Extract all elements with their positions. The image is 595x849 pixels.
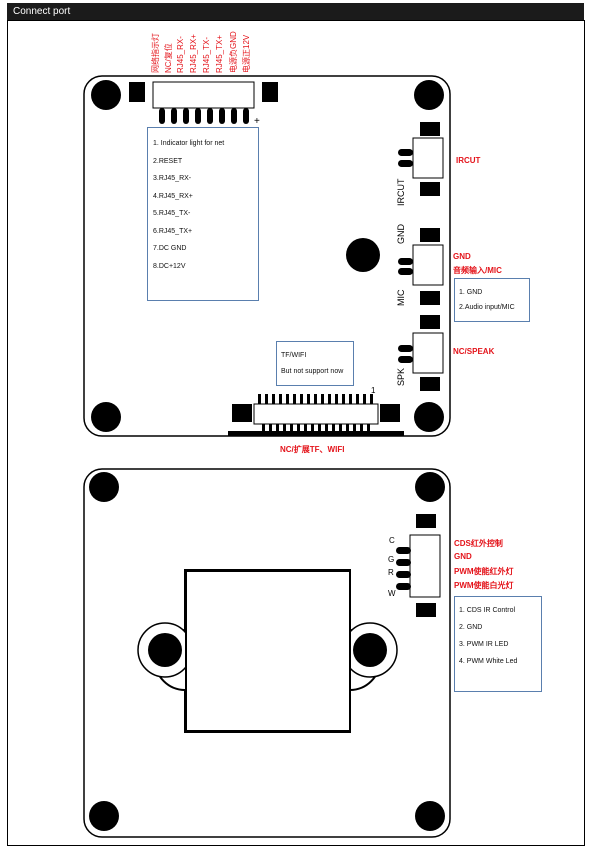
pin-list-item: 4.RJ45_RX+ (153, 192, 193, 200)
mount-hole-tl (91, 80, 121, 110)
pin-list-item: 7.DC GND (153, 245, 187, 252)
mount-hole-b-bl (89, 801, 119, 831)
pin-label-4: RJ45_RX+ (189, 34, 198, 73)
pin-label-7: 电源负GND (229, 31, 238, 73)
spk-pad-bottom (420, 377, 440, 391)
spk-side-label: SPK (396, 367, 406, 386)
pin-list-box: 1. Indicator light for net 2.RESET 3.RJ4… (147, 127, 259, 301)
header-pad-right (262, 82, 278, 102)
mic-info-item: 1. GND (459, 289, 483, 296)
pin-label-2: NC/复位 (164, 43, 173, 73)
pin-label-1: 网络指示灯 (151, 33, 160, 73)
mic-pad-bottom (420, 291, 440, 305)
ircut-pad-bottom (420, 182, 440, 196)
pin-label-3: RJ45_RX- (176, 36, 185, 73)
content-frame (7, 20, 585, 846)
tf-info-item: But not support now (281, 368, 344, 375)
mic-pad-top (420, 228, 440, 242)
pin-list-item: 2.RESET (153, 157, 183, 165)
pin-letter-c: C (389, 536, 395, 545)
tf-connector-pins (258, 394, 373, 432)
gnd-side-label: GND (396, 224, 406, 244)
mount-hole-br (414, 402, 444, 432)
mic-side-label: MIC (396, 289, 406, 307)
pin-list-item: 5.RJ45_TX- (153, 210, 191, 217)
pwm-ir-label: PWM使能红外灯 (454, 567, 514, 576)
spk-label: NC/SPEAK (453, 347, 495, 356)
cds-label: CDS红外控制 (454, 539, 503, 548)
cds-legend-item: 2. GND (459, 624, 483, 631)
mic-label: 音频输入/MIC (453, 266, 502, 275)
tf-pad-right (380, 404, 400, 422)
lens-hole-left (148, 633, 182, 667)
pin-letter-r: R (388, 568, 394, 577)
mount-hole-b-br (415, 801, 445, 831)
spk-pad-top (420, 315, 440, 329)
mount-hole-tr (414, 80, 444, 110)
cds-pad-top (416, 514, 436, 528)
pin-list-item: 1. Indicator light for net (153, 140, 225, 147)
ircut-connector (412, 137, 444, 179)
ircut-pad-top (420, 122, 440, 136)
mic-info-box: 1. GND 2.Audio input/MIC (454, 278, 530, 322)
pin-label-5: RJ45_TX- (202, 36, 211, 73)
ircut-label: IRCUT (456, 156, 481, 165)
connector-pin1-label: 1 (371, 386, 376, 395)
page-header: Connect port (7, 3, 584, 20)
cds-gnd-label: GND (454, 552, 472, 561)
mount-hole-b-tr (415, 472, 445, 502)
tf-info-box: TF/WIFI But not support now (276, 341, 354, 386)
pin-letter-w: W (388, 589, 396, 598)
tf-pad-left (232, 404, 252, 422)
pin-label-8: 电源正12V (242, 34, 251, 73)
ircut-side-label: IRCUT (396, 178, 406, 207)
mic-connector (412, 244, 444, 286)
mount-hole-bl (91, 402, 121, 432)
gnd-label: GND (453, 252, 471, 261)
pin-list-item: 8.DC+12V (153, 262, 186, 270)
cds-pad-bottom (416, 603, 436, 617)
pin-letter-g: G (388, 555, 395, 564)
header-title: Connect port (13, 6, 71, 17)
pin-list-item: 3.RJ45_RX- (153, 175, 192, 182)
cds-legend-item: 1. CDS IR Control (459, 607, 516, 614)
cds-legend-box: 1. CDS IR Control 2. GND 3. PWM IR LED 4… (454, 596, 542, 692)
pin-label-6: RJ45_TX+ (215, 34, 224, 73)
mount-hole-b-tl (89, 472, 119, 502)
tf-connector-body (253, 403, 379, 425)
lens-hole-right (353, 633, 387, 667)
pwm-white-label: PWM使能白光灯 (454, 581, 514, 590)
center-hole (346, 238, 380, 272)
tf-info-item: TF/WIFI (281, 352, 307, 359)
header-pad-left (129, 82, 145, 102)
plus-mark: + (254, 116, 260, 127)
mic-info-item: 2.Audio input/MIC (459, 304, 515, 311)
cds-legend-item: 3. PWM IR LED (459, 641, 509, 648)
pin-header-pins (159, 108, 249, 124)
cds-connector (409, 534, 441, 598)
spk-connector (412, 332, 444, 374)
pin-list-item: 6.RJ45_TX+ (153, 227, 193, 235)
tf-wifi-label: NC/扩展TF、WIFI (280, 445, 345, 454)
cds-legend-item: 4. PWM White Led (459, 658, 518, 665)
pin-header-body (152, 81, 255, 109)
